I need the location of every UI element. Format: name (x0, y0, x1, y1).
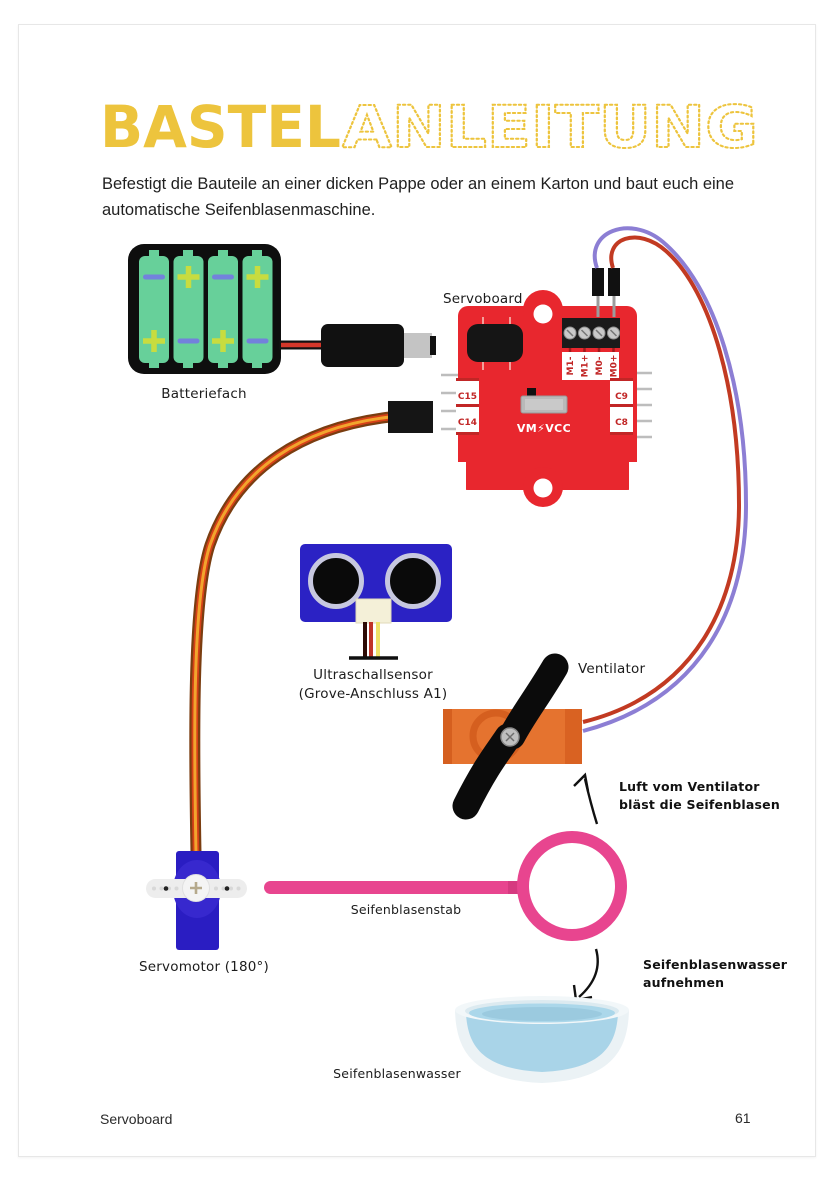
servo-horn-dot-left (163, 886, 169, 891)
ultrasonic-label-line2: (Grove-Anschluss A1) (299, 686, 448, 702)
fan-wire-red (582, 235, 742, 724)
servo-horn-holes (152, 886, 241, 891)
svg-text:C15: C15 (458, 392, 477, 402)
fan-body-edge-right (565, 709, 582, 764)
propeller-hub (500, 727, 520, 747)
bowl-water (466, 1014, 618, 1072)
plus-symbol (143, 266, 269, 352)
servo-screw-icon (190, 882, 202, 894)
intro-paragraph: Befestigt die Bauteile an einer dicken P… (102, 171, 792, 223)
wand-ring (517, 831, 627, 941)
ultrasonic-sensor: Ultraschallsensor (Grove-Anschluss A1) (299, 544, 452, 702)
servo-horn-dot-right (224, 886, 230, 891)
water-surface-dark (482, 1007, 602, 1021)
fan-body-edge-left (443, 709, 452, 764)
header-pins (592, 268, 620, 317)
right-pads: C9 C8 (610, 378, 633, 435)
servo-label: Servomotor (180°) (139, 959, 269, 975)
pin-stubs (441, 371, 652, 439)
terminal-block (562, 318, 620, 353)
arrowhead-up-icon (573, 772, 590, 792)
svg-text:M0+: M0+ (610, 355, 620, 378)
battery-cells (139, 250, 273, 368)
fan-wire-purple (582, 226, 749, 733)
battery-label: Batteriefach (161, 386, 246, 402)
water-bowl: Seifenblasenwasser (333, 996, 629, 1083)
fan: Ventilator (443, 653, 645, 820)
wand-label: Seifenblasenstab (351, 902, 462, 917)
fan-label: Ventilator (578, 661, 645, 677)
svg-text:C8: C8 (615, 418, 628, 428)
intro-line-1: Befestigt die Bauteile an einer dicken P… (102, 175, 735, 193)
servoboard: Servoboard (441, 268, 652, 507)
motor-pin-labels: M1- M1+ M0- M0+ (566, 355, 620, 378)
servo-motor: Servomotor (180°) (139, 851, 269, 975)
minus-symbol (143, 274, 269, 344)
sensor-wires (349, 622, 398, 660)
battery-pack: Batteriefach (128, 244, 436, 402)
motor-pin-labels-strip (562, 352, 619, 380)
dip-note-line2: aufnehmen (643, 975, 724, 990)
title-solid-text: BASTEL (100, 93, 341, 161)
grove-connector (355, 598, 392, 624)
servo-cable-connector (388, 401, 433, 433)
switch-label: VM⚡VCC (517, 422, 571, 435)
air-flow-annotation: Luft vom Ventilator bläst die Seifenblas… (573, 772, 780, 825)
servoboard-label: Servoboard (443, 291, 523, 307)
curved-arrow-down-icon (578, 948, 599, 998)
fan-wires (582, 226, 749, 733)
bubble-wand: Seifenblasenstab (264, 831, 627, 941)
svg-text:C14: C14 (458, 418, 477, 428)
ultrasonic-transducer-left (308, 553, 364, 609)
title-outline-text: ANLEITUNG (342, 93, 758, 161)
servo-cable (189, 401, 433, 854)
air-note-line2: bläst die Seifenblasen (619, 797, 780, 812)
pcb-notch-left (458, 462, 466, 490)
footer-page-number: 61 (735, 1110, 751, 1126)
water-label: Seifenblasenwasser (333, 1066, 461, 1081)
power-jack-component (467, 317, 523, 370)
left-pads: C15 C14 (456, 378, 479, 435)
barrel-jack (321, 324, 436, 367)
pcb-notch-right (629, 462, 637, 490)
mounting-hole-top (533, 304, 553, 324)
ultrasonic-label-line1: Ultraschallsensor (313, 667, 433, 683)
air-note-line1: Luft vom Ventilator (619, 779, 760, 794)
dip-annotation: Seifenblasenwasser aufnehmen (572, 948, 788, 1002)
svg-text:M0-: M0- (595, 356, 605, 375)
footer-section-title: Servoboard (100, 1111, 173, 1127)
svg-text:M1+: M1+ (581, 355, 591, 378)
svg-text:C9: C9 (615, 392, 628, 402)
wand-stick (264, 881, 524, 894)
mounting-hole-bottom (533, 478, 553, 498)
ultrasonic-transducer-right (385, 553, 441, 609)
dip-note-line1: Seifenblasenwasser (643, 957, 788, 972)
svg-text:M1-: M1- (566, 356, 576, 375)
intro-line-2: automatische Seifenblasenmaschine. (102, 201, 376, 219)
power-switch: VM⚡VCC (517, 388, 571, 435)
